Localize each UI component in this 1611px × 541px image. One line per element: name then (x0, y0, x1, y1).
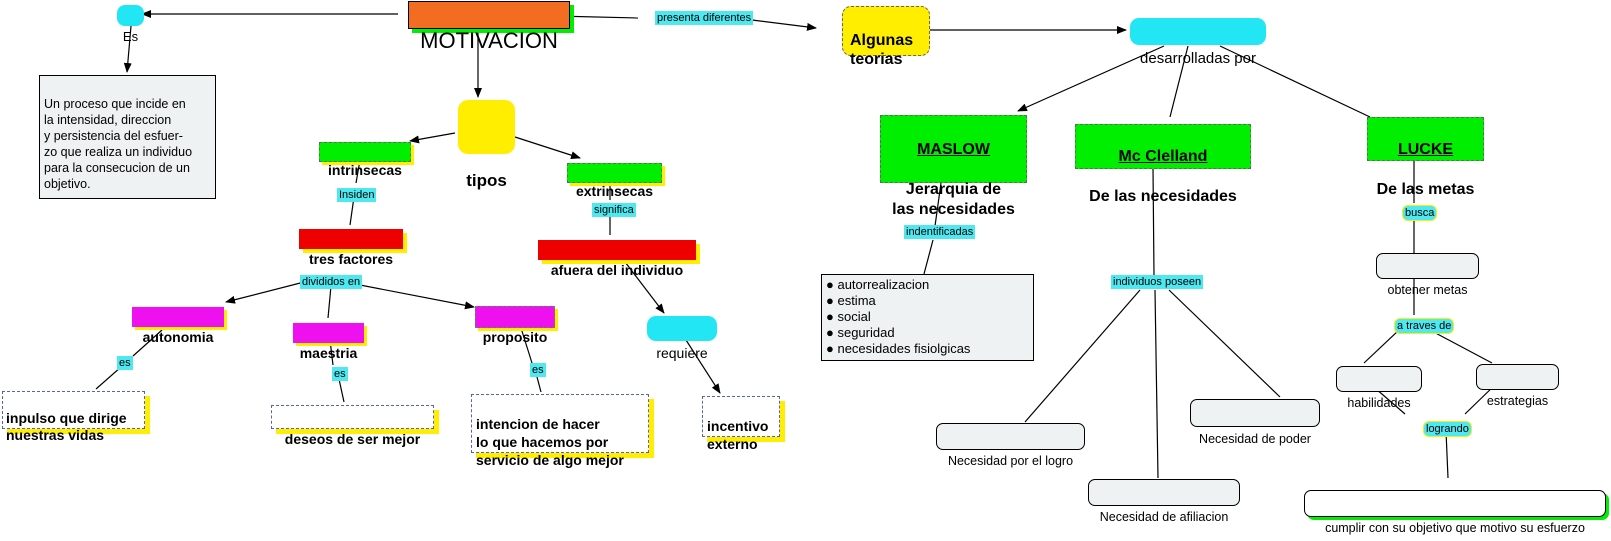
intrinsecas-text: intrinsecas (328, 162, 402, 178)
node-maslow-list[interactable]: ● autorrealizacion ● estima ● social ● s… (821, 274, 1034, 361)
node-nec-poder[interactable]: Necesidad de poder (1190, 399, 1320, 446)
node-deseos[interactable]: deseos de ser mejor (271, 405, 434, 447)
node-estrategias[interactable]: estrategias (1476, 364, 1559, 408)
node-definicion[interactable]: Un proceso que incide en la intensidad, … (39, 75, 216, 199)
node-tipos[interactable]: tipos (458, 100, 515, 190)
lucke-name: LUCKE (1397, 141, 1454, 158)
tres-factores-text: tres factores (308, 251, 394, 267)
algunas-teorias-text: Algunas teorias (850, 32, 914, 68)
label-presenta: presenta diferentes (655, 11, 754, 25)
label-insiden: Insiden (337, 188, 377, 202)
maslow-subtitle: Jerarquia de las necesidades (892, 181, 1015, 218)
intencion-text: intencion de hacer lo que hacemos por se… (476, 416, 624, 468)
deseos-text: deseos de ser mejor (284, 431, 421, 447)
tipos-text: tipos (466, 171, 507, 190)
definicion-text: Un proceso que incide en la intensidad, … (44, 97, 193, 191)
node-extrinsecas[interactable]: extrinsecas (567, 163, 662, 199)
afuera-text: afuera del individuo (550, 262, 684, 278)
node-habilidades[interactable]: habilidades (1336, 366, 1422, 410)
list-item: ● social (826, 309, 871, 324)
node-maslow[interactable]: MASLOW Jerarquia de las necesidades (880, 115, 1027, 218)
label-logrando: logrando (1423, 421, 1472, 437)
label-divididos: divididos en (300, 275, 363, 289)
autonomia-text: autonomia (142, 329, 214, 345)
mcclelland-subtitle: De las necesidades (1089, 188, 1237, 205)
label-es-maestria: es (332, 367, 348, 381)
list-item: ● estima (826, 293, 876, 308)
node-incentivo[interactable]: incentivo externo (702, 396, 780, 452)
node-motivacion[interactable]: MOTIVACION (408, 1, 570, 53)
node-impulso[interactable]: inpulso que dirige nuestras vidas (2, 391, 145, 443)
obtener-metas-text: obtener metas (1387, 283, 1468, 297)
cumplir-text: cumplir con su objetivo que motivo su es… (1325, 521, 1585, 535)
nec-logro-text: Necesidad por el logro (947, 454, 1074, 468)
label-individuos: individuos poseen (1111, 275, 1204, 289)
label-es-autonomia: es (117, 356, 133, 370)
maslow-name: MASLOW (917, 141, 990, 158)
node-cumplir[interactable]: cumplir con su objetivo que motivo su es… (1304, 490, 1606, 535)
node-es[interactable]: Es (117, 5, 144, 44)
node-obtener-metas[interactable]: obtener metas (1376, 253, 1479, 297)
node-desarrolladas-por[interactable]: desarrolladas por (1130, 18, 1266, 67)
estrategias-text: estrategias (1486, 394, 1549, 408)
proposito-text: proposito (482, 329, 548, 345)
requiere-text: requiere (656, 345, 708, 361)
extrinsecas-text: extrinsecas (575, 183, 654, 199)
node-nec-afiliacion[interactable]: Necesidad de afiliacion (1088, 479, 1240, 524)
nec-afiliacion-text: Necesidad de afiliacion (1099, 510, 1229, 524)
lucke-subtitle: De las metas (1376, 181, 1475, 198)
motivacion-text: MOTIVACION (420, 28, 558, 53)
label-significa: significa (592, 203, 636, 217)
node-lucke[interactable]: LUCKE De las metas (1367, 117, 1484, 198)
list-item: ● seguridad (826, 325, 895, 340)
label-a-traves: a traves de (1394, 318, 1455, 334)
node-autonomia[interactable]: autonomia (132, 307, 224, 345)
node-maestria[interactable]: maestria (293, 323, 364, 361)
list-item: ● autorrealizacion (826, 277, 930, 292)
node-proposito[interactable]: proposito (475, 306, 555, 345)
node-intrinsecas[interactable]: intrinsecas (319, 142, 411, 178)
label-identificadas: indentificadas (904, 225, 976, 239)
label-es-proposito: es (530, 363, 546, 377)
desarrolladas-por-text: desarrolladas por (1140, 50, 1256, 67)
mcclelland-name: Mc Clelland (1118, 148, 1208, 165)
node-requiere[interactable]: requiere (647, 316, 717, 361)
label-busca: busca (1402, 205, 1438, 221)
nec-poder-text: Necesidad de poder (1199, 432, 1311, 446)
maestria-text: maestria (299, 345, 358, 361)
connections (95, 10, 1499, 479)
habilidades-text: habilidades (1347, 396, 1411, 410)
node-tres-factores[interactable]: tres factores (299, 229, 403, 267)
node-algunas-teorias[interactable]: Algunas teorias (842, 6, 930, 68)
impulso-text: inpulso que dirige nuestras vidas (6, 410, 127, 443)
incentivo-text: incentivo externo (707, 418, 769, 452)
node-afuera[interactable]: afuera del individuo (538, 240, 696, 278)
node-intencion[interactable]: intencion de hacer lo que hacemos por se… (471, 394, 649, 468)
node-mcclelland[interactable]: Mc Clelland De las necesidades (1075, 124, 1251, 205)
node-nec-logro[interactable]: Necesidad por el logro (936, 423, 1085, 468)
es-text: Es (122, 29, 139, 44)
list-item: ● necesidades fisiolgicas (826, 341, 971, 356)
